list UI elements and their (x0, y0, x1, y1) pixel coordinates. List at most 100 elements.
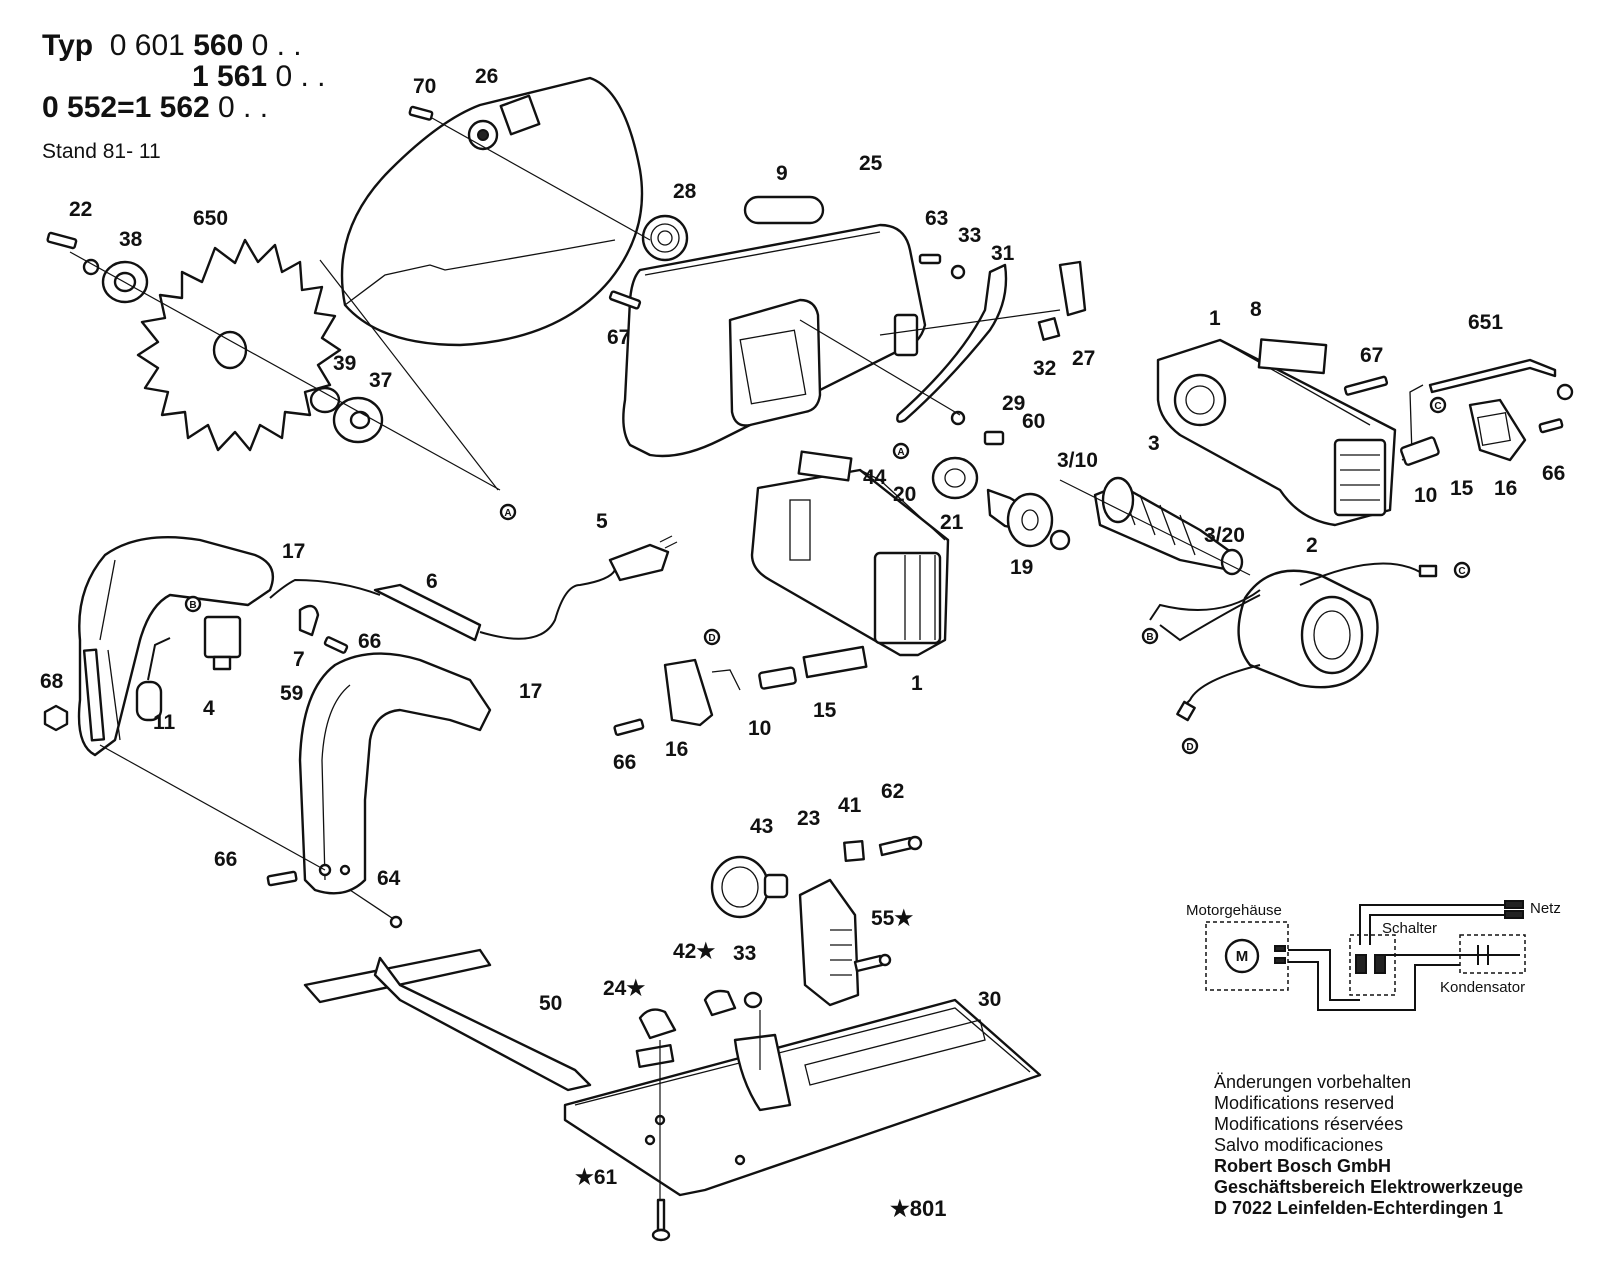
part-label-4: 4 (203, 697, 215, 720)
front-handle-drawing (99, 652, 492, 895)
bevel-scale-drawing (710, 835, 923, 1007)
type-prefix-3: 0 552 (42, 91, 118, 124)
part-label-67-cover: 67 (607, 326, 630, 349)
type-eq-3: = (117, 91, 135, 124)
footer-address: D 7022 Leinfelden-Echterdingen 1 (1214, 1198, 1504, 1218)
footer-line-fr: Modifications réservées (1214, 1114, 1404, 1134)
part-label-15-middle: 15 (813, 699, 837, 722)
connector-c-1: C (1434, 401, 1441, 412)
label-44-drawing (797, 450, 853, 482)
type-prefix-1: 0 601 (109, 29, 185, 62)
label-plate-8-drawing (1257, 338, 1328, 375)
part-label-41: 41 (838, 794, 862, 817)
part-label-11: 11 (153, 711, 176, 734)
footer-notes: Änderungen vorbehalten Modifications res… (1214, 1072, 1523, 1219)
part-label-59: 59 (280, 682, 303, 705)
part-label-7: 7 (293, 648, 305, 671)
screw-70-drawing (408, 105, 434, 121)
part-label-30: 30 (978, 988, 1001, 1011)
part-label-39: 39 (333, 352, 356, 375)
part-label-1-gearhousing: 1 (1209, 307, 1221, 330)
connector-d-1: D (708, 633, 715, 644)
part-label-17-front: 17 (519, 680, 542, 703)
switch-box (1349, 934, 1396, 996)
type-number-1: 560 (193, 29, 244, 62)
capacitor-box (1459, 934, 1526, 974)
rear-handle-drawing (77, 535, 275, 757)
part-label-67-right: 67 (1360, 344, 1383, 367)
part-label-63: 63 (925, 207, 948, 230)
part-label-10-right: 10 (1414, 484, 1437, 507)
connector-d-2: D (1186, 742, 1193, 753)
connector-a-1: A (504, 508, 511, 519)
motor-housing-drawing (750, 468, 950, 657)
blade-fasteners-drawing (46, 231, 501, 491)
part-label-19: 19 (1010, 556, 1033, 579)
type-header: Typ 0 601 560 0 . . 1 561 0 . . 0 552=1 … (42, 30, 325, 123)
wiring-schematic: M Motorgehäuse Schalter Kondensator Netz (1186, 900, 1561, 1011)
part-label-66-clamp: 66 (358, 630, 381, 653)
motor-housing-label: Motorgehäuse (1186, 902, 1282, 919)
part-label-33-top: 33 (958, 224, 981, 247)
part-label-23: 23 (797, 807, 820, 830)
part-label-3: 3 (1148, 432, 1160, 455)
part-label-3-20: 3/20 (1204, 524, 1245, 547)
brush-holder-middle-drawing (613, 645, 868, 736)
part-label-64: 64 (377, 867, 401, 890)
footer-company: Robert Bosch GmbH (1214, 1156, 1392, 1176)
part-label-25: 25 (859, 152, 883, 175)
part-label-55: 55★ (871, 907, 913, 930)
power-cable-drawing (269, 535, 678, 642)
part-label-33-base: 33 (733, 942, 756, 965)
part-label-61: ★61 (575, 1166, 618, 1189)
accessory-note-801: ★801 (890, 1196, 947, 1221)
part-labels: 70 26 28 9 25 63 33 31 27 32 67 29 60 22… (40, 65, 1565, 1189)
part-label-24: 24★ (603, 977, 645, 1000)
part-label-1-motorhousing: 1 (911, 672, 923, 695)
mains-label: Netz (1530, 900, 1561, 917)
footer-line-en: Modifications reserved (1214, 1093, 1395, 1113)
part-label-15-right: 15 (1450, 477, 1474, 500)
type-suffix-3: 0 . . (218, 91, 269, 124)
motor-symbol-circle (1224, 938, 1260, 974)
footer-division: Geschäftsbereich Elektrowerkzeuge (1214, 1177, 1524, 1197)
type-suffix-2: 0 . . (275, 60, 326, 93)
front-handle-screws (266, 870, 403, 929)
part-label-6: 6 (426, 570, 438, 593)
part-label-50: 50 (539, 992, 562, 1015)
switch-label: Schalter (1382, 920, 1437, 937)
part-label-26: 26 (475, 65, 498, 88)
cover-small-parts (608, 253, 1087, 446)
parallel-guide-drawing (303, 948, 592, 1092)
armature-drawing (1059, 476, 1251, 576)
type-suffix-1: 0 . . (251, 29, 302, 62)
part-label-5: 5 (596, 510, 608, 533)
connector-c-2: C (1458, 566, 1465, 577)
part-label-2: 2 (1306, 534, 1318, 557)
footer-line-de: Änderungen vorbehalten (1214, 1072, 1412, 1092)
type-line-1: Typ 0 601 560 0 . . (42, 30, 325, 61)
gear-housing-drawing (1156, 338, 1397, 527)
motor-symbol: M (1236, 948, 1249, 965)
footer-line-es: Salvo modificaciones (1214, 1135, 1384, 1155)
bearing-gear-drawing (931, 456, 1071, 551)
type-number-2: 1 561 (192, 60, 268, 93)
spring-drawing (641, 214, 689, 262)
part-label-17-rear: 17 (282, 540, 305, 563)
part-label-3-10: 3/10 (1057, 449, 1098, 472)
part-label-60: 60 (1022, 410, 1045, 433)
part-label-43: 43 (750, 815, 773, 838)
part-label-44: 44 (863, 466, 887, 489)
hex-key-drawing (1343, 358, 1574, 461)
part-label-650: 650 (193, 207, 228, 230)
blade-guard-drawing (340, 76, 644, 347)
part-label-27: 27 (1072, 347, 1095, 370)
type-line-3: 0 552=1 562 0 . . (42, 92, 325, 123)
capacitor-label: Kondensator (1440, 979, 1525, 996)
stand-date: Stand 81- 11 (42, 140, 161, 163)
typ-label: Typ (42, 29, 94, 62)
brush-holder-right-drawing (1399, 398, 1564, 466)
label-plate-drawing (743, 195, 825, 225)
connector-b-2: B (1146, 632, 1153, 643)
